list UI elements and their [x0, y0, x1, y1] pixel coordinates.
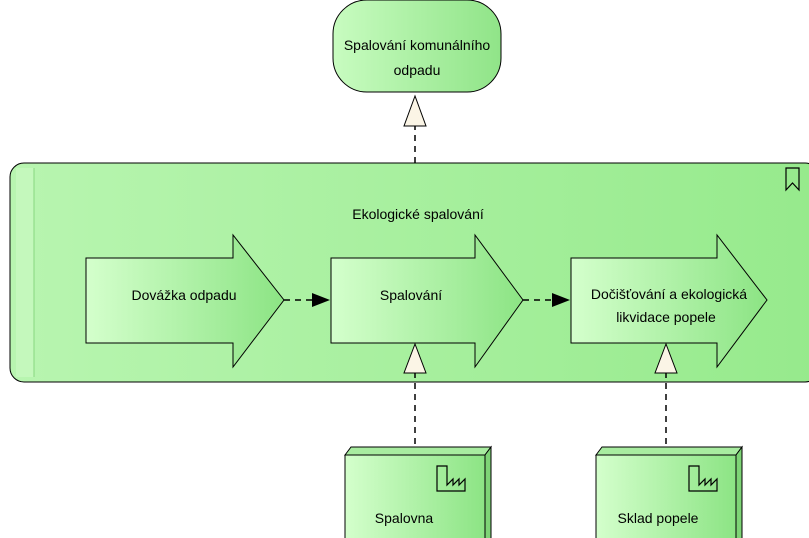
facility-icon — [688, 465, 718, 492]
process-label-docistovani-line1: Dočišťování a ekologická — [591, 286, 747, 302]
business-process-docistovani[interactable]: Dočišťování a ekologická likvidace popel… — [570, 233, 768, 369]
service-label-line2: odpadu — [394, 62, 441, 78]
node-label-sklad-popele: Sklad popele — [618, 510, 699, 526]
process-group-title: Ekologické spalování — [352, 206, 484, 222]
technology-node-spalovna[interactable]: Spalovna — [344, 445, 492, 538]
triggering-dovazka-to-spalovani[interactable] — [284, 293, 330, 307]
technology-node-sklad-popele[interactable]: Sklad popele — [595, 445, 743, 538]
business-process-dovazka-odpadu[interactable]: Dovážka odpadu — [85, 233, 285, 369]
process-label-docistovani-line2: likvidace popele — [616, 309, 716, 325]
realization-spalovna-to-spalovani[interactable] — [403, 342, 427, 455]
service-label-line1: Spalování komunálního — [344, 37, 491, 53]
process-label-spalovani: Spalování — [380, 287, 442, 303]
process-label-dovazka: Dovážka odpadu — [131, 287, 236, 303]
realization-group-to-service[interactable] — [403, 94, 427, 163]
realization-sklad-to-docistovani[interactable] — [654, 342, 678, 455]
triggering-spalovani-to-docistovani[interactable] — [523, 293, 570, 307]
process-group-icon — [785, 167, 800, 192]
facility-icon — [436, 465, 466, 492]
business-process-spalovani[interactable]: Spalování — [330, 233, 524, 369]
business-service-spalovani-komunalniho-odpadu[interactable]: Spalování komunálního odpadu — [332, 0, 502, 93]
node-label-spalovna: Spalovna — [375, 510, 434, 526]
